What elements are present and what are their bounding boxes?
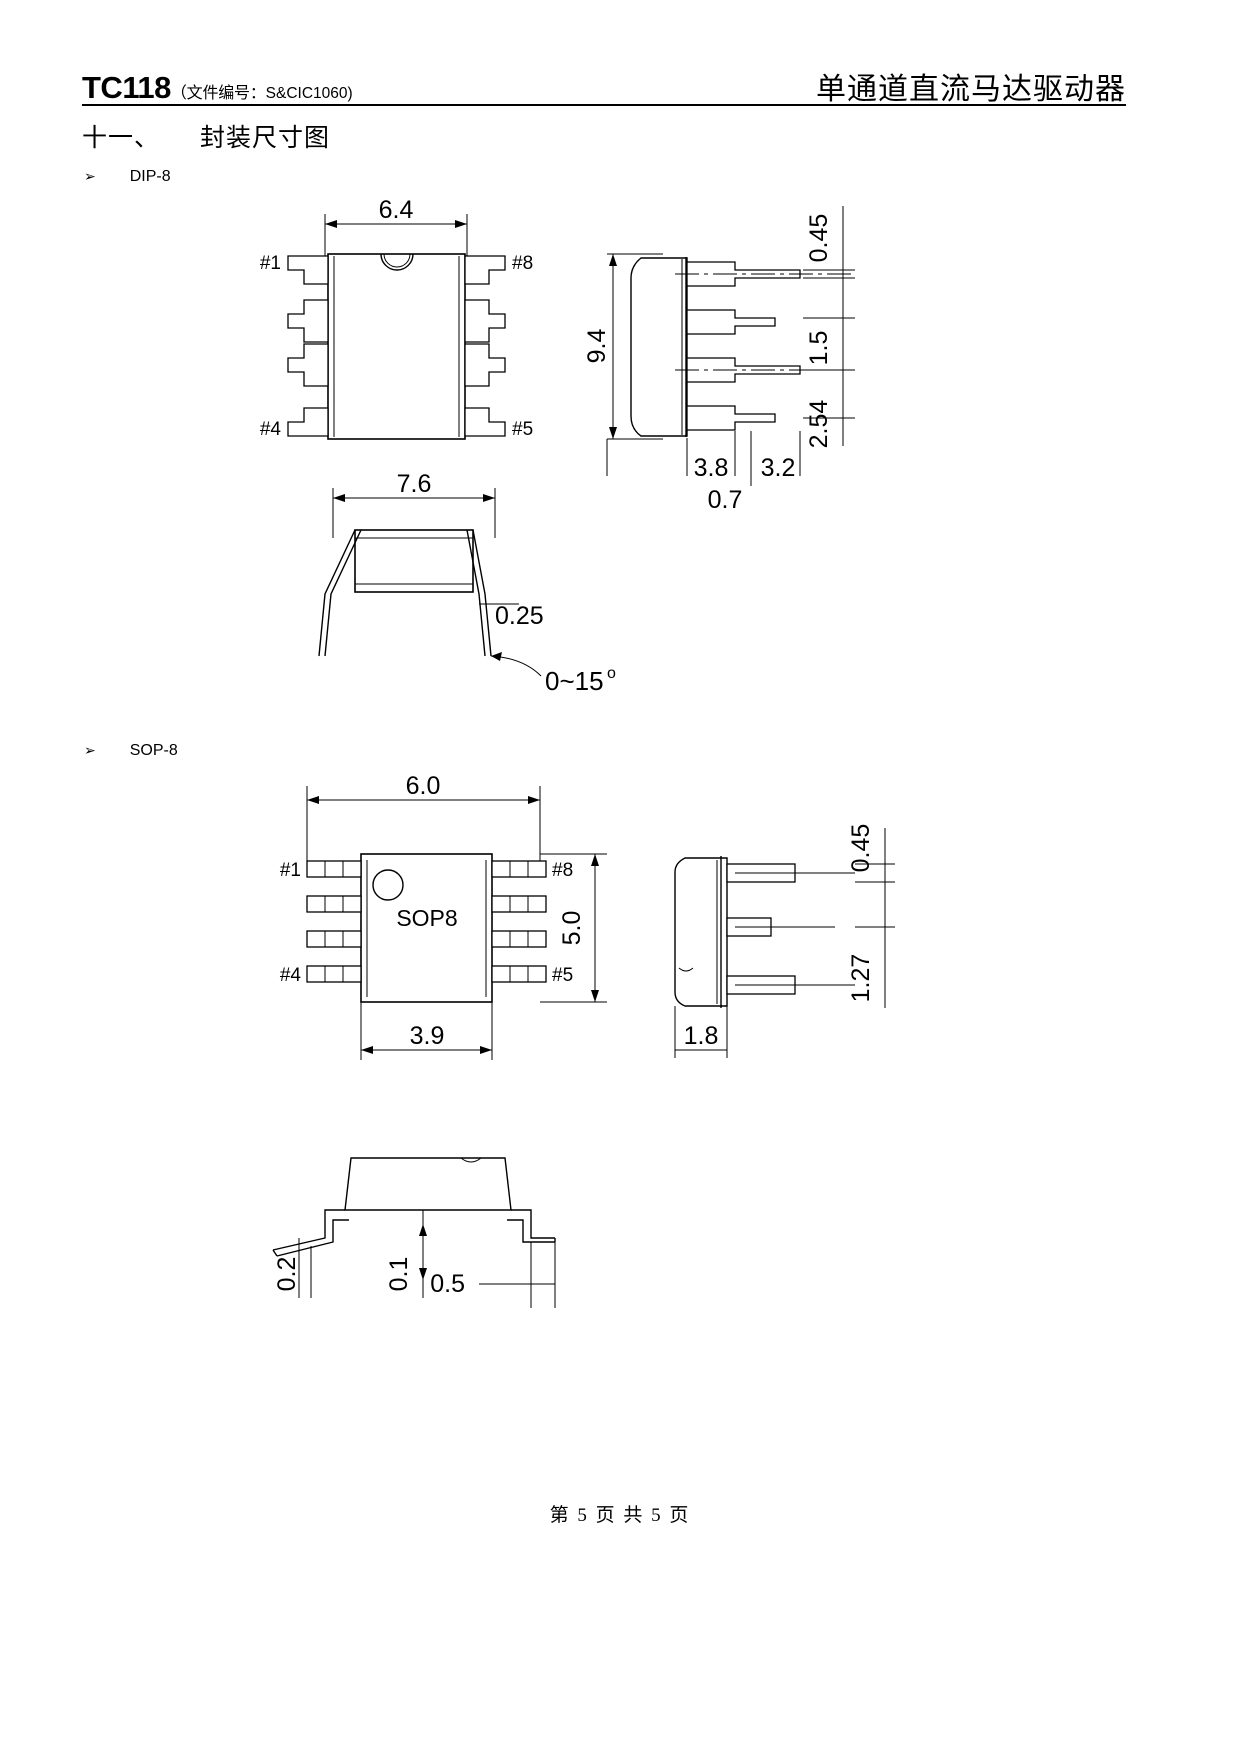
sop8-lead-foot-dim: 0.5: [430, 1270, 465, 1298]
sop8-pin4-label: #4: [280, 965, 302, 986]
dip8-pitch-dim: 2.54: [805, 400, 833, 449]
doc-number: S&CIC1060): [265, 85, 353, 102]
bullet-arrow-icon-2: ➢: [84, 743, 96, 759]
sop8-right-leads: [491, 860, 547, 983]
package-name-dip8: DIP-8: [129, 168, 171, 185]
package-name-sop8: SOP-8: [129, 742, 178, 759]
dip8-front-lead-thickness-dim: 0.25: [495, 602, 544, 630]
sop8-pin5-label: #5: [552, 965, 573, 986]
sop8-body-width-side-dim: 1.8: [684, 1022, 719, 1050]
sop8-front-lead-thickness-dim: 0.1: [385, 1257, 413, 1292]
dip8-package-drawing: 6.4 #1 #4 #8 #5: [255, 186, 975, 706]
header-rule: [82, 104, 1126, 106]
page-header: TC118（文件编号：S&CIC1060) 单通道直流马达驱动器: [82, 52, 1126, 108]
dip8-lead-width-dim: 0.7: [708, 486, 743, 514]
sop8-standoff-dim: 0.2: [273, 1257, 301, 1292]
dip8-seating-height-dim: 1.5: [805, 331, 833, 366]
sop8-top-view: 6.0 SOP8: [280, 772, 607, 1060]
part-number: TC118: [82, 70, 171, 105]
section-number: 十一、: [82, 125, 161, 152]
dip8-side-leads: [686, 261, 801, 431]
dip8-left-pins: [287, 255, 329, 437]
sop8-side-view: 0.45 1.27 1.8: [674, 824, 895, 1058]
dip8-side-height-dim: 9.4: [583, 329, 611, 364]
sop8-top-width-dim: 6.0: [406, 772, 441, 800]
dip8-side-view: 9.4 0.45 1.5 2.54: [583, 206, 855, 514]
dip8-lead-span-dim: 3.2: [761, 454, 796, 482]
sop8-pin8-label: #8: [552, 860, 573, 881]
sop8-package-drawing: 6.0 SOP8: [255, 768, 975, 1328]
dip8-right-pins: [464, 255, 506, 437]
dip8-pin8-label: #8: [512, 253, 533, 274]
dip8-pin4-label: #4: [260, 419, 282, 440]
header-left: TC118（文件编号：S&CIC1060): [82, 70, 353, 106]
bullet-item-sop8: ➢ SOP-8: [84, 742, 178, 760]
sop8-left-leads: [306, 860, 362, 983]
sop8-front-view: 0.2 0.1 0.5: [272, 1157, 556, 1308]
sop8-lead-thickness-dim: 0.45: [847, 824, 875, 873]
sop8-pitch-dim: 1.27: [847, 954, 875, 1003]
header-title-right: 单通道直流马达驱动器: [816, 73, 1126, 106]
dip8-lead-thickness-dim: 0.45: [805, 214, 833, 263]
dip8-lead-angle-unit: o: [607, 665, 616, 682]
sop8-side-leads: [726, 863, 796, 995]
page-footer: 第 5 页 共 5 页: [549, 1505, 691, 1526]
page-title: 十一、 封装尺寸图: [82, 118, 330, 154]
sop8-pin1-dot: [372, 869, 404, 901]
dip8-top-width-dim: 6.4: [379, 196, 414, 224]
bullet-item-dip8: ➢ DIP-8: [84, 168, 171, 186]
section-title-text: 封装尺寸图: [200, 125, 331, 152]
dip8-front-view: 7.6 0.25 0~15 o: [318, 470, 616, 696]
dip8-body-width-dim: 3.8: [694, 454, 729, 482]
bullet-arrow-icon: ➢: [84, 169, 96, 185]
sop8-pin1-label: #1: [280, 860, 301, 881]
doc-label: （文件编号：: [170, 85, 266, 102]
dip8-pin5-label: #5: [512, 419, 533, 440]
sop8-marking-text: SOP8: [396, 905, 457, 931]
sop8-body-width-dim: 3.9: [410, 1022, 445, 1050]
dip8-front-span-dim: 7.6: [397, 470, 432, 498]
sop8-top-height-dim: 5.0: [558, 911, 586, 946]
dip8-pin1-label: #1: [260, 253, 281, 274]
dip8-top-view: 6.4 #1 #4 #8 #5: [260, 196, 533, 440]
dip8-lead-angle-dim: 0~15: [545, 666, 604, 696]
